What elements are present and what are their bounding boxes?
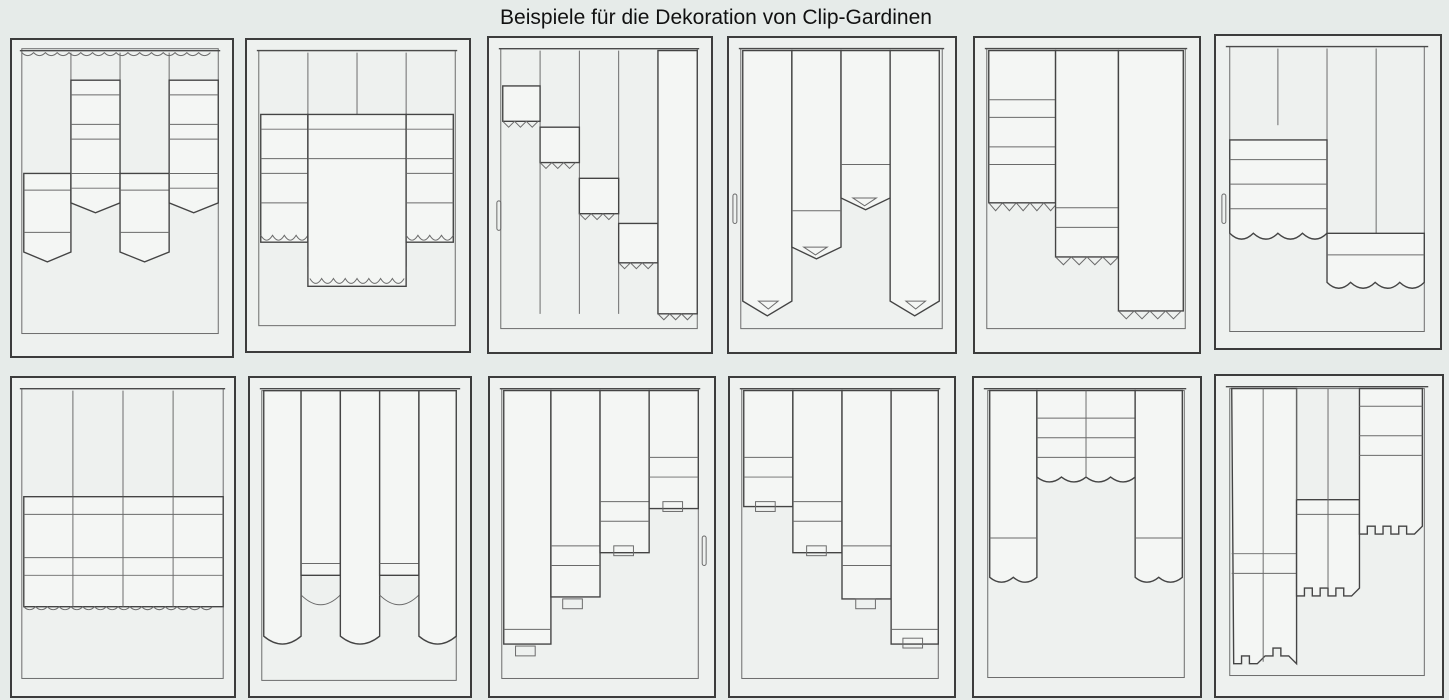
curtain-panel-2 — [245, 38, 471, 353]
curtain-panel-5 — [973, 36, 1201, 354]
curtain-panel-9 — [488, 376, 716, 698]
curtain-panel-6 — [1214, 34, 1442, 350]
curtain-panel-11 — [972, 376, 1202, 698]
curtain-panel-8 — [248, 376, 472, 698]
curtain-panel-7 — [10, 376, 236, 698]
page-title: Beispiele für die Dekoration von Clip-Ga… — [500, 6, 932, 29]
curtain-panel-3 — [487, 36, 713, 354]
curtain-panel-1 — [10, 38, 234, 358]
curtain-panel-12 — [1214, 374, 1444, 698]
curtain-panel-4 — [727, 36, 957, 354]
curtain-panel-10 — [728, 376, 956, 698]
